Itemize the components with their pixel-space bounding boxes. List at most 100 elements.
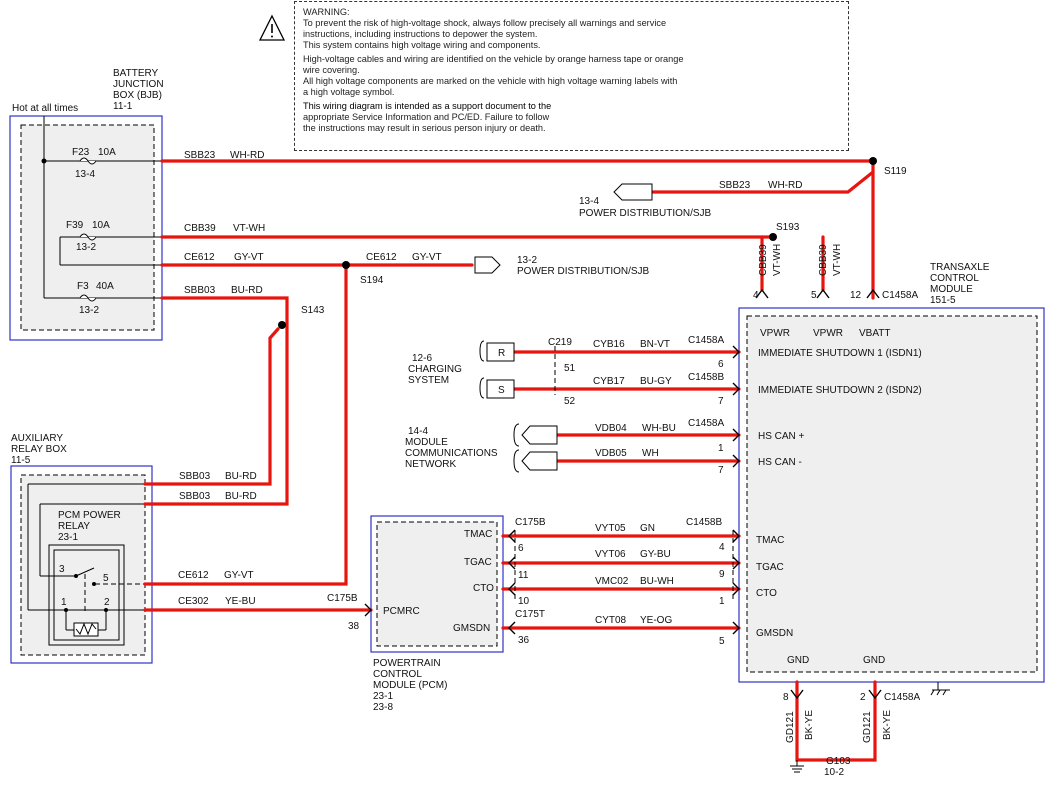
label: SBB23 — [719, 180, 751, 191]
label: VPWR — [813, 328, 843, 339]
label: TRANSAXLE — [930, 262, 990, 273]
label: MODULE (PCM) — [373, 680, 447, 691]
label: VBATT — [859, 328, 890, 339]
connector-shapes — [474, 183, 653, 471]
label: C175T — [515, 609, 545, 620]
label: C1458A — [688, 335, 724, 346]
label: F3 — [77, 281, 89, 292]
label: 5 — [103, 573, 109, 584]
splice-s194 — [342, 261, 350, 269]
label: 13-2 — [79, 305, 99, 316]
warning-heading: WARNING: — [303, 7, 350, 17]
bracket — [513, 423, 520, 447]
label: CTO — [473, 583, 494, 594]
label: 9 — [719, 569, 725, 580]
label: GMSDN — [756, 628, 793, 639]
bracket — [479, 340, 485, 362]
diagram-labels: Hot at all times BATTERY JUNCTION BOX (B… — [11, 68, 990, 778]
label: 1 — [719, 596, 725, 607]
label: IMMEDIATE SHUTDOWN 2 (ISDN2) — [758, 385, 922, 396]
label: NETWORK — [405, 459, 456, 470]
warning-line: a high voltage symbol. — [303, 87, 395, 97]
label: CBB39 — [818, 244, 829, 276]
label: S143 — [301, 305, 325, 316]
label: PCM POWER — [58, 510, 121, 521]
label: SBB03 — [184, 285, 216, 296]
label: 40A — [96, 281, 114, 292]
label: BU-RD — [225, 491, 257, 502]
label: C1458A — [884, 692, 920, 703]
label: 5 — [719, 636, 725, 647]
label: GY-VT — [224, 570, 254, 581]
label: C1458A — [688, 418, 724, 429]
label: 4 — [753, 290, 759, 301]
label: BU-RD — [231, 285, 263, 296]
label: 38 — [348, 621, 360, 632]
label: GMSDN — [453, 623, 490, 634]
label: S — [498, 385, 505, 396]
label: CYB16 — [593, 339, 625, 350]
warning-line: High-voltage cables and wiring are ident… — [303, 54, 684, 64]
label: AUXILIARY — [11, 433, 63, 444]
label: PCMRC — [383, 606, 420, 617]
label: 10 — [518, 596, 530, 607]
label: VDB04 — [595, 423, 627, 434]
label: 7 — [718, 396, 724, 407]
label: C175B — [327, 593, 358, 604]
warning-line: instructions, including instructions to … — [303, 29, 538, 39]
label: C175B — [515, 517, 546, 528]
label: 6 — [518, 543, 524, 554]
label: YE-OG — [640, 615, 672, 626]
warning-box: WARNING: To prevent the risk of high-vol… — [294, 1, 849, 151]
label: CONTROL — [930, 273, 979, 284]
label: SYSTEM — [408, 375, 449, 386]
label: CHARGING — [408, 364, 462, 375]
label: S194 — [360, 275, 384, 286]
label: 14-4 — [408, 426, 428, 437]
label: GY-BU — [640, 549, 671, 560]
label: GY-VT — [234, 252, 264, 263]
label: C1458B — [688, 372, 724, 383]
warning-line: All high voltage components are marked o… — [303, 76, 678, 86]
label: 10A — [98, 147, 116, 158]
label: POWERTRAIN — [373, 658, 441, 669]
label: F23 — [72, 147, 90, 158]
label: BU-WH — [640, 576, 674, 587]
label: F39 — [66, 220, 84, 231]
label: TMAC — [464, 529, 492, 540]
label: GND — [863, 655, 885, 666]
label: RELAY — [58, 521, 90, 532]
warning-line: To prevent the risk of high-voltage shoc… — [303, 18, 667, 28]
label: BOX (BJB) — [113, 90, 162, 101]
label: CYB17 — [593, 376, 625, 387]
label: GND — [787, 655, 809, 666]
label: HS CAN + — [758, 431, 805, 442]
label: 1 — [61, 597, 67, 608]
label: POWER DISTRIBUTION/SJB — [517, 266, 650, 277]
label: 13-4 — [579, 196, 599, 207]
warning-line: wire covering. — [303, 65, 360, 75]
label: 11 — [518, 570, 529, 581]
label: 23-8 — [373, 702, 393, 713]
label: TMAC — [756, 535, 784, 546]
label: GN — [640, 523, 655, 534]
label: 1 — [718, 443, 724, 454]
label: SBB03 — [179, 471, 211, 482]
label: TGAC — [756, 562, 784, 573]
bracket — [513, 449, 520, 473]
label: BU-RD — [225, 471, 257, 482]
label: GD121 — [785, 711, 796, 743]
label: BU-GY — [640, 376, 672, 387]
label: VT-WH — [832, 244, 843, 276]
label: CE612 — [366, 252, 397, 263]
label: 3 — [59, 564, 65, 575]
label: WH-BU — [642, 423, 676, 434]
label: CBB39 — [758, 244, 769, 276]
label: BATTERY — [113, 68, 159, 79]
connector-arrows — [364, 288, 882, 700]
warning-triangle-icon — [258, 14, 286, 41]
warning-note: the instructions may result in serious p… — [303, 123, 546, 133]
label: HS CAN - — [758, 457, 802, 468]
label: VPWR — [760, 328, 790, 339]
label: VT-WH — [233, 223, 265, 234]
